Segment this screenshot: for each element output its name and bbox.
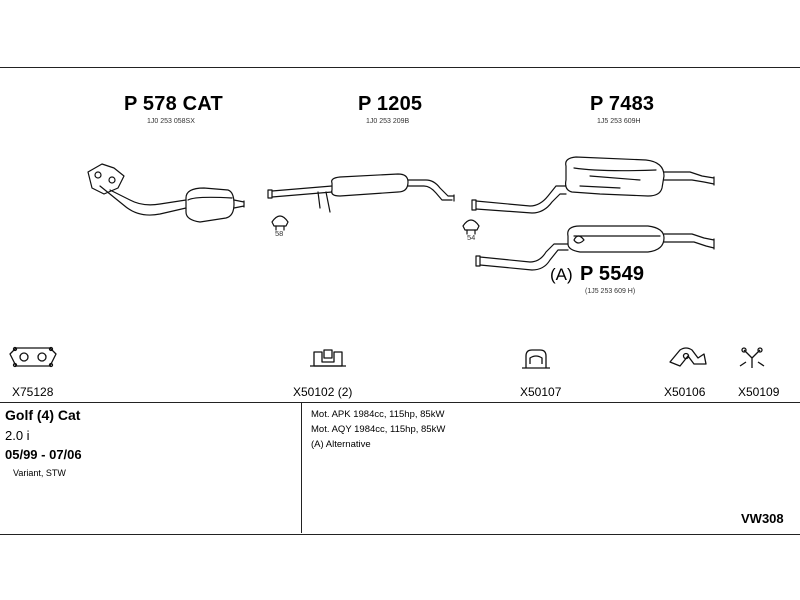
oem-number-p1205: 1J0 253 209B: [366, 118, 410, 125]
alternative-marker: (A): [550, 265, 573, 284]
bracket-icon: [310, 349, 346, 367]
note-line-3: (A) Alternative: [311, 439, 371, 450]
part-number-p578: P 578 CAT: [124, 93, 223, 115]
part-number-p7483: P 7483: [590, 93, 655, 115]
note-line-1: Mot. APK 1984cc, 115hp, 85kW: [311, 409, 445, 420]
clamp-label-54: 54: [467, 233, 476, 242]
note-line-2: Mot. AQY 1984cc, 115hp, 85kW: [311, 424, 446, 435]
oem-number-p578: 1J0 253 058SX: [147, 118, 195, 125]
rubber-hanger-icon: [522, 349, 550, 369]
rear-silencer-part: [471, 156, 715, 214]
clamp-icon: [462, 219, 480, 235]
y-hanger-icon: [739, 347, 765, 368]
vehicle-variant: Variant, STW: [13, 468, 66, 478]
clamp-icon: [271, 215, 289, 231]
divider-horizontal: [0, 402, 800, 403]
clamp-label-58: 58: [275, 229, 284, 238]
oem-number-p7483: 1J5 253 609H: [597, 118, 641, 125]
divider-vertical: [301, 402, 302, 533]
part-number-p5549: P 5549: [580, 263, 645, 285]
mount-code-1: X50102 (2): [293, 385, 353, 399]
oem-number-p5549: (1J5 253 609 H): [585, 288, 636, 295]
alternative-silencer-part: [475, 225, 715, 271]
hanger-icon: [669, 347, 707, 367]
mount-code-4: X50109: [738, 385, 780, 399]
vehicle-engine: 2.0 i: [5, 428, 30, 443]
gasket-icon: [9, 346, 57, 368]
mount-code-0: X75128: [12, 385, 54, 399]
middle-silencer-part: [267, 173, 455, 213]
vehicle-model: Golf (4) Cat: [5, 407, 81, 423]
diagram-frame: [0, 67, 800, 535]
vehicle-years: 05/99 - 07/06: [5, 447, 82, 462]
mount-code-2: X50107: [520, 385, 562, 399]
mount-code-3: X50106: [664, 385, 706, 399]
diagram-code: VW308: [741, 511, 784, 526]
part-number-p1205: P 1205: [358, 93, 423, 115]
catalytic-converter-part: [87, 163, 245, 223]
